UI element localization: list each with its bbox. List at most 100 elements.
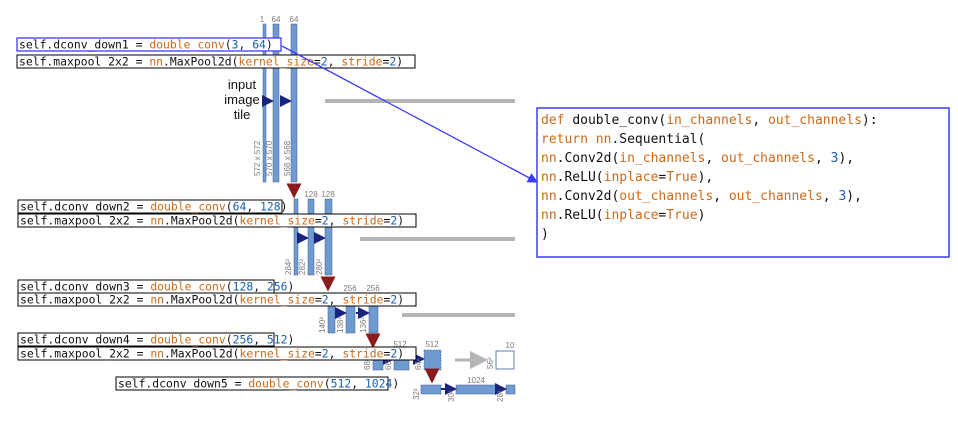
code-token: in_channels — [666, 113, 752, 128]
code-token: 2 — [390, 347, 397, 361]
code-row-box-dconv-down2 — [17, 199, 283, 214]
code-row-dconv-down3: self.dconv_down3 = double_conv(128, 256) — [20, 280, 294, 294]
callout-code-line: def double_conv(in_channels, out_channel… — [541, 113, 878, 128]
size-label: 572 x 572 — [253, 140, 262, 176]
code-rows: self.dconv_down1 = double_conv(3, 64) sel… — [16, 37, 417, 391]
code-token: 3 — [232, 38, 239, 52]
code-token: stride — [342, 214, 383, 228]
code-token: ) — [397, 293, 404, 307]
channel-label: 64 — [272, 15, 281, 24]
code-token: ) — [281, 200, 288, 214]
code-token: , — [329, 293, 343, 307]
code-token: 2 — [322, 347, 329, 361]
code-row-box-maxpool-2 — [17, 213, 417, 228]
channel-label: 512 — [425, 340, 439, 349]
callout-code-line: nn.ReLU(inplace=True), — [541, 170, 713, 185]
code-token: stride — [342, 293, 383, 307]
code-token: double_conv — [248, 377, 324, 391]
code-token: , — [246, 200, 260, 214]
feature-map-128-b — [324, 198, 333, 276]
code-token: .Sequential( — [611, 132, 705, 147]
code-token: return — [541, 132, 596, 147]
size-label: 138² — [336, 317, 345, 333]
code-token: 2 — [390, 293, 397, 307]
code-token: .MaxPool2d( — [163, 55, 238, 69]
code-token: nn — [149, 55, 163, 69]
code-row-maxpool-2: self.maxpool_2x2 = nn.MaxPool2d(kernel_s… — [20, 214, 404, 228]
channel-label: 1024 — [467, 376, 485, 385]
code-token: ), — [838, 151, 854, 166]
code-token: stride — [341, 55, 382, 69]
code-token: out_channels — [768, 113, 862, 128]
code-token: .ReLU( — [557, 170, 604, 185]
code-token: double_conv — [150, 200, 226, 214]
code-token: double_conv — [150, 280, 226, 294]
code-token: 128 — [233, 280, 254, 294]
code-token: .MaxPool2d( — [164, 293, 239, 307]
code-token: stride — [342, 347, 383, 361]
code-row-box-dconv-down5 — [115, 376, 389, 391]
feature-map-pooled-5 — [420, 384, 442, 395]
size-label: 30² — [447, 390, 456, 402]
channel-label: 128 — [304, 190, 318, 199]
code-token: out_channels — [721, 151, 815, 166]
code-token: kernel_size — [238, 55, 314, 69]
callout-code-line: nn.ReLU(inplace=True) — [541, 208, 705, 223]
code-token: = — [658, 170, 666, 185]
code-token: ): — [862, 113, 878, 128]
size-label: 570 x 570 — [265, 140, 274, 176]
code-token: , — [713, 189, 729, 204]
code-token: 1024 — [365, 377, 393, 391]
code-token: , — [351, 377, 365, 391]
code-row-dconv-down5: self.dconv_down5 = double_conv(512, 1024… — [118, 377, 399, 391]
double-conv-code: def double_conv(in_channels, out_channel… — [541, 113, 878, 242]
code-token: inplace — [604, 170, 659, 185]
code-token: = — [383, 55, 390, 69]
code-row-dconv-down1: self.dconv_down1 = double_conv(3, 64) — [19, 38, 273, 52]
channel-label: 64 — [290, 15, 299, 24]
code-token: def — [541, 113, 572, 128]
code-token: out_channels — [729, 189, 823, 204]
channel-label: 128 — [321, 190, 335, 199]
code-token: self.dconv_down5 = — [118, 377, 248, 391]
code-token: , — [329, 214, 343, 228]
code-row-box-dconv-down1 — [16, 37, 282, 52]
code-token: ), — [698, 170, 714, 185]
code-token: self.maxpool_2x2 = — [20, 214, 150, 228]
code-token: ) — [397, 347, 404, 361]
code-token: = — [658, 208, 666, 223]
code-token: = — [315, 293, 322, 307]
code-token: = — [384, 347, 391, 361]
code-token: 2 — [322, 214, 329, 228]
code-token: nn — [150, 293, 164, 307]
callout-code-line: nn.Conv2d(in_channels, out_channels, 3), — [541, 151, 854, 166]
code-token: self.dconv_down3 = — [20, 280, 150, 294]
code-token: ( — [226, 200, 233, 214]
code-token: 512 — [331, 377, 352, 391]
code-token: , — [815, 151, 831, 166]
code-token: ) — [287, 280, 294, 294]
code-token: self.dconv_down2 = — [20, 200, 150, 214]
feature-map-128-a — [307, 198, 315, 276]
code-token: = — [384, 214, 391, 228]
size-label: 32² — [412, 388, 421, 400]
size-label: 140² — [318, 317, 327, 333]
code-token: , — [823, 189, 839, 204]
code-token: True — [666, 208, 697, 223]
code-token: ) — [396, 55, 403, 69]
double-conv-callout-box — [536, 107, 950, 258]
code-token: nn — [596, 132, 612, 147]
code-row-maxpool-4: self.maxpool_2x2 = nn.MaxPool2d(kernel_s… — [20, 347, 404, 361]
code-token: 512 — [267, 333, 288, 347]
code-row-dconv-down4: self.dconv_down4 = double_conv(256, 512) — [20, 333, 294, 347]
code-token: nn — [150, 347, 164, 361]
code-token: self.dconv_down4 = — [20, 333, 150, 347]
callout-arrow — [281, 45, 539, 183]
code-token: 128 — [260, 200, 281, 214]
size-label: 136² — [359, 317, 368, 333]
skip-connection-3 — [402, 313, 515, 317]
code-row-dconv-down2: self.dconv_down2 = double_conv(64, 128) — [20, 200, 287, 214]
code-token: ( — [226, 333, 233, 347]
code-token: kernel_size — [239, 293, 315, 307]
